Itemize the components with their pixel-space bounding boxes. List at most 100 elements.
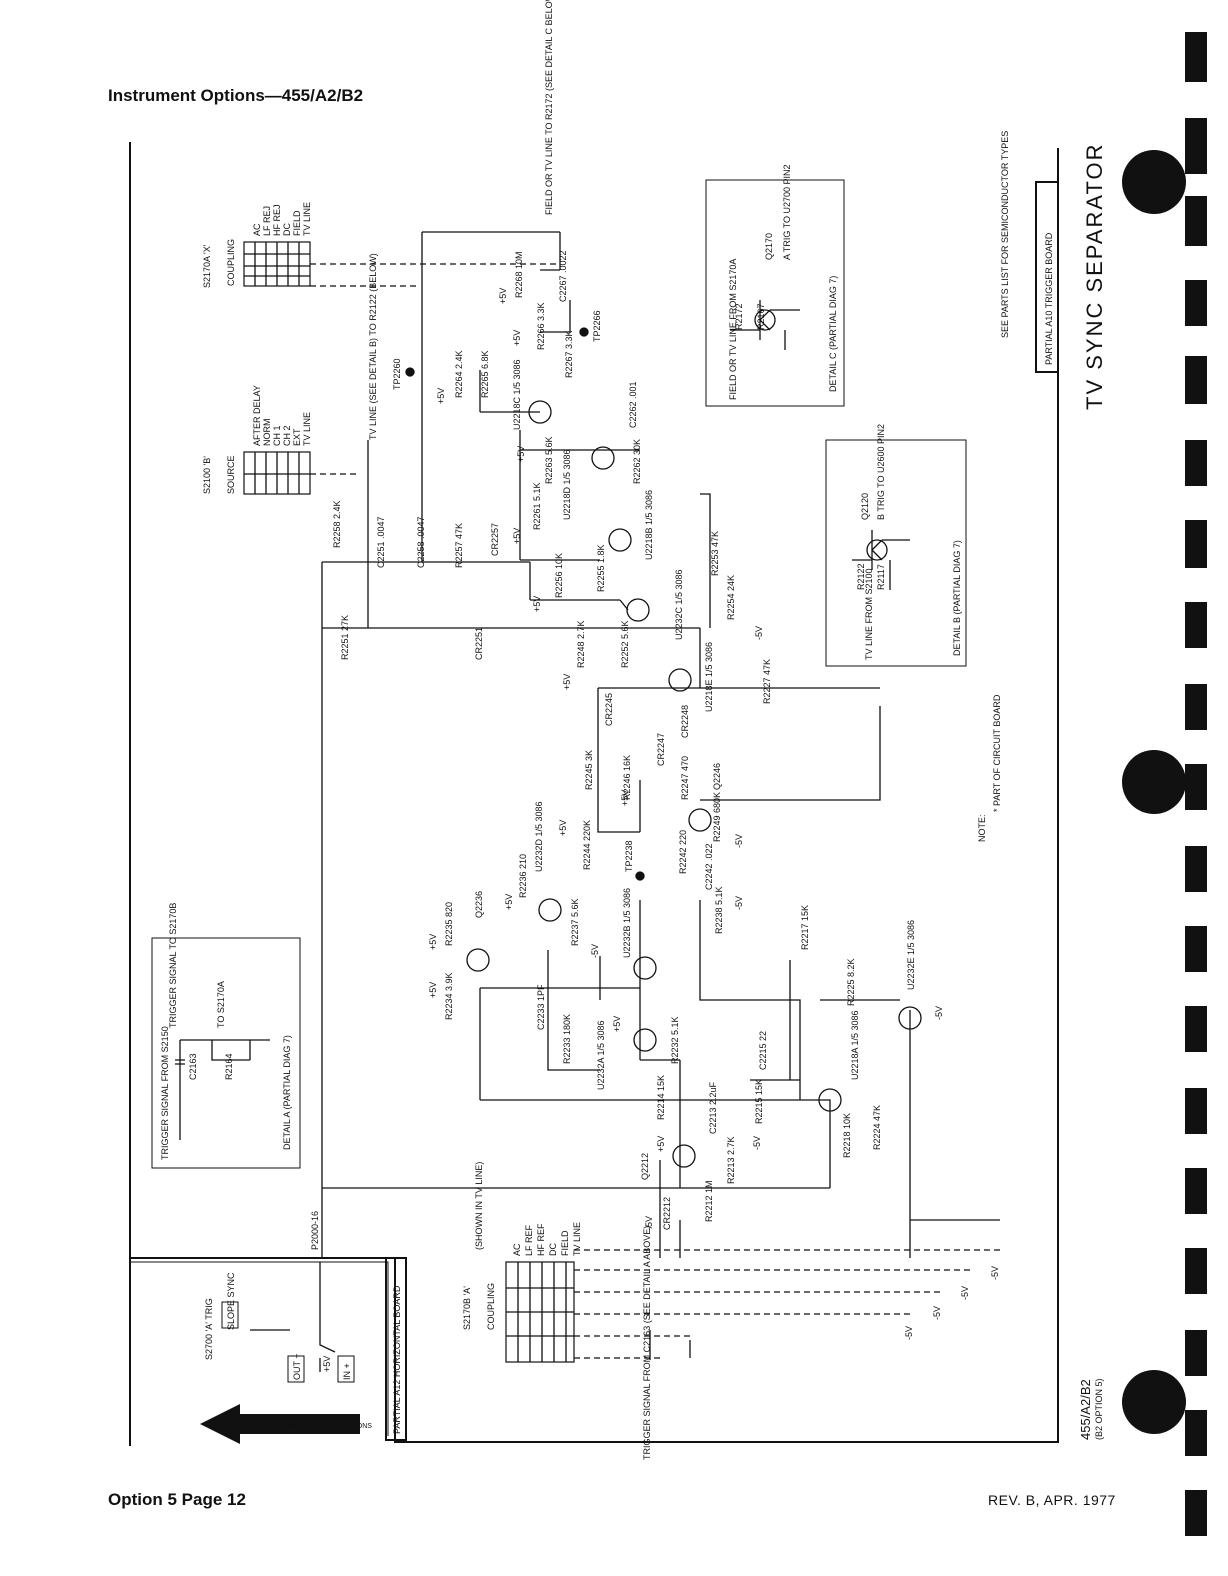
svg-text:R2227 47K: R2227 47K [762,659,772,704]
svg-text:DETAIL A (PARTIAL DIAG 7): DETAIL A (PARTIAL DIAG 7) [282,1035,292,1150]
switch-s2700: S2700 'A' TRIG SLOPE SYNC OUT + IN + P20… [204,1211,355,1383]
svg-text:U2218C 1/5 3086: U2218C 1/5 3086 [512,359,522,430]
svg-text:-5V: -5V [934,1006,944,1020]
svg-text:CR2248: CR2248 [680,705,690,738]
svg-text:R2215 15K: R2215 15K [754,1079,764,1124]
tp2238-dot [635,871,645,881]
svg-text:Q2170: Q2170 [764,233,774,260]
svg-text:-5V: -5V [590,944,600,958]
note-title: NOTE: [977,814,987,842]
svg-text:Q2120: Q2120 [860,493,870,520]
svg-text:R2267 3.3K: R2267 3.3K [564,330,574,378]
page-header: Instrument Options—455/A2/B2 [108,86,364,105]
svg-text:+5V: +5V [322,1356,332,1372]
svg-text:+5V: +5V [532,596,542,612]
svg-text:R2248 2.7K: R2248 2.7K [576,620,586,668]
svg-text:LF REJ: LF REJ [262,206,272,236]
svg-text:-5V: -5V [754,626,764,640]
svg-text:FIELD OR TV LINE FROM S2170A: FIELD OR TV LINE FROM S2170A [728,259,738,400]
svg-text:CR2251: CR2251 [474,627,484,660]
svg-text:R2212 1M: R2212 1M [704,1180,714,1222]
svg-text:+5V: +5V [512,330,522,346]
svg-text:CR2257: CR2257 [490,523,500,556]
svg-text:+5V: +5V [558,820,568,836]
svg-text:TV LINE: TV LINE [302,412,312,446]
svg-text:TO S2170A: TO S2170A [216,981,226,1028]
revision-date: REV. B, APR. 1977 [988,1492,1116,1508]
svg-text:A TRIG TO U2700 PIN2: A TRIG TO U2700 PIN2 [782,164,792,260]
net-field-out: FIELD OR TV LINE TO R2172 (SEE DETAIL C … [544,0,554,215]
svg-text:R2261 5.1K: R2261 5.1K [532,482,542,530]
svg-text:R2233 180K: R2233 180K [562,1014,572,1064]
board-label-horizontal: PARTIAL A12 HORIZONTAL BOARD [385,1257,407,1441]
svg-text:U2218D 1/5 3086: U2218D 1/5 3086 [562,449,572,520]
svg-text:R2172: R2172 [734,303,744,330]
svg-text:R2167: R2167 [756,303,766,330]
svg-text:TV LINE: TV LINE [302,202,312,236]
svg-text:+5V: +5V [498,288,508,304]
svg-text:C2262 .001: C2262 .001 [628,381,638,428]
svg-text:B TRIG TO U2600 PIN2: B TRIG TO U2600 PIN2 [876,424,886,520]
svg-text:AFTER DELAY: AFTER DELAY [252,385,262,446]
svg-text:DC: DC [282,223,292,236]
svg-text:C2213 2.2uF: C2213 2.2uF [708,1081,718,1134]
svg-text:R2251 27K: R2251 27K [340,615,350,660]
svg-text:R2237 5.6K: R2237 5.6K [570,898,580,946]
svg-text:R2249 680K: R2249 680K [712,792,722,842]
svg-text:+5V: +5V [512,528,522,544]
svg-text:+5V: +5V [428,982,438,998]
svg-text:-5V: -5V [734,834,744,848]
net-tv-line-out: TV LINE (SEE DETAIL B) TO R2122 (BELOW) [368,253,378,440]
svg-text:Q2246: Q2246 [712,763,722,790]
svg-text:+5V: +5V [620,790,630,806]
svg-text:R2252 5.6K: R2252 5.6K [620,620,630,668]
svg-text:R2236 210: R2236 210 [518,854,528,898]
svg-text:C2163: C2163 [188,1053,198,1080]
svg-text:C2233 1PF: C2233 1PF [536,984,546,1030]
svg-text:-5V: -5V [752,1136,762,1150]
supply-labels: +5V +5V +5V +5V +5V +5V +5V +5V +5V +5V … [322,288,1000,1372]
svg-text:IN +: IN + [342,1363,352,1380]
detail-c: DETAIL C (PARTIAL DIAG 7) FIELD OR TV LI… [705,164,845,407]
svg-text:R2242 220: R2242 220 [678,830,688,874]
diagram-title: TV SYNC SEPARATOR [1082,143,1107,411]
svg-text:+5V: +5V [612,1016,622,1032]
svg-text:HF REF: HF REF [536,1223,546,1256]
svg-text:R2213 2.7K: R2213 2.7K [726,1136,736,1184]
svg-text:-5V: -5V [644,1216,654,1230]
svg-text:+5V: +5V [656,1136,666,1152]
switch-s2170a-positions: AC LF REJ HF REJ DC FIELD TV LINE [252,202,312,236]
svg-text:R2122: R2122 [856,563,866,590]
svg-text:R2234 3.9K: R2234 3.9K [444,972,454,1020]
svg-text:U2232C 1/5 3086: U2232C 1/5 3086 [674,569,684,640]
svg-text:C2215 22: C2215 22 [758,1031,768,1070]
svg-text:TRIGGER SIGNAL TO S2170B: TRIGGER SIGNAL TO S2170B [168,903,178,1028]
svg-text:C2267 .0022: C2267 .0022 [558,250,568,302]
svg-text:U2218E 1/5 3086: U2218E 1/5 3086 [704,642,714,712]
svg-text:R2256 10K: R2256 10K [554,553,564,598]
svg-text:CR2212: CR2212 [662,1197,672,1230]
page-number: Option 5 Page 12 [108,1490,246,1509]
svg-text:U2232E 1/5 3086: U2232E 1/5 3086 [906,920,916,990]
svg-text:U2218A 1/5 3086: U2218A 1/5 3086 [850,1010,860,1080]
switch-s2170b-positions: AC LF REF HF REF DC FIELD TV LINE [512,1222,582,1256]
svg-text:R2232 5.1K: R2232 5.1K [670,1016,680,1064]
tp2238-label: TP2238 [624,840,634,872]
svg-text:R2224 47K: R2224 47K [872,1105,882,1150]
svg-text:R2214 15K: R2214 15K [656,1075,666,1120]
svg-text:(SHOWN IN TV LINE): (SHOWN IN TV LINE) [474,1162,484,1250]
punch-hole-middle [1122,750,1186,814]
note-text: * PART OF CIRCUIT BOARD [992,694,1002,812]
svg-text:R2255 1.8K: R2255 1.8K [596,544,606,592]
model-ref: 455/A2/B2 [1078,1379,1093,1440]
svg-text:CH 2: CH 2 [282,425,292,446]
svg-text:LF REF: LF REF [524,1224,534,1256]
svg-text:R2247 470: R2247 470 [680,756,690,800]
svg-text:SLOPE SYNC: SLOPE SYNC [226,1272,236,1330]
svg-text:R2265 6.8K: R2265 6.8K [480,350,490,398]
svg-text:Q2212: Q2212 [640,1153,650,1180]
svg-text:AC: AC [512,1243,522,1256]
detail-b: DETAIL B (PARTIAL DIAG 7) TV LINE FROM S… [825,424,967,667]
svg-text:P2000-16: P2000-16 [310,1211,320,1250]
svg-text:CR2247: CR2247 [656,733,666,766]
